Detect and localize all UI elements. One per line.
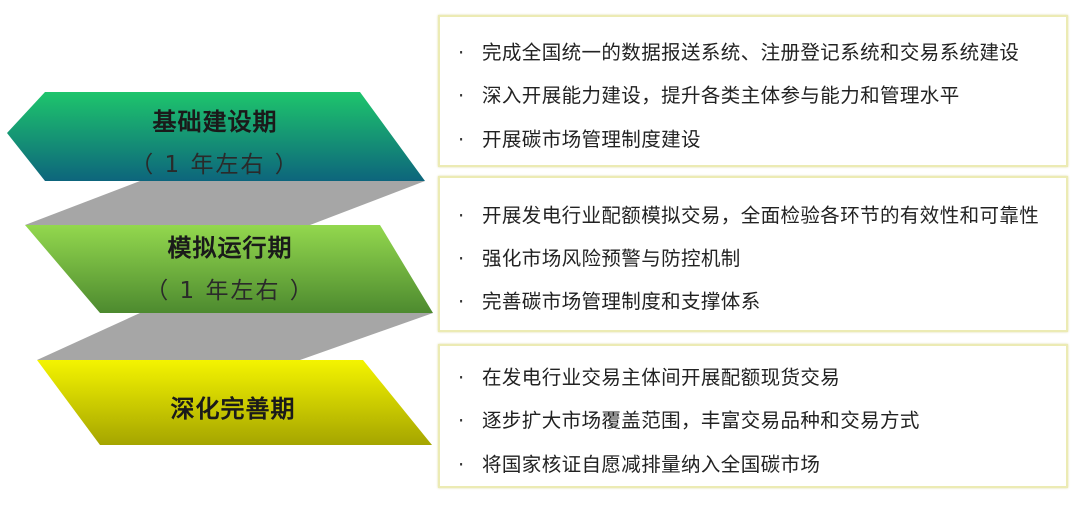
list-item: · 强化市场风险预警与防控机制 bbox=[458, 242, 741, 271]
list-item: · 将国家核证自愿减排量纳入全国碳市场 bbox=[458, 448, 820, 477]
stage-2-title: 模拟运行期 bbox=[167, 234, 293, 262]
stage-3-label: 深化完善期 bbox=[118, 389, 348, 424]
list-item: · 完善碳市场管理制度和支撑体系 bbox=[458, 285, 761, 314]
stage-shapes bbox=[7, 92, 433, 445]
item-text: 强化市场风险预警与防控机制 bbox=[482, 247, 741, 270]
item-text: 在发电行业交易主体间开展配额现货交易 bbox=[482, 366, 841, 389]
stage-2-duration: （ 1 年左右 ） bbox=[145, 278, 315, 304]
item-text: 完善碳市场管理制度和支撑体系 bbox=[482, 290, 761, 313]
stage-1-duration: （ 1 年左右 ） bbox=[130, 152, 300, 178]
stage-1-label: 基础建设期 （ 1 年左右 ） bbox=[100, 102, 330, 179]
bullet: · bbox=[458, 453, 465, 476]
item-text: 逐步扩大市场覆盖范围，丰富交易品种和交易方式 bbox=[482, 409, 920, 432]
stage-3-details: · 在发电行业交易主体间开展配额现货交易 · 逐步扩大市场覆盖范围，丰富交易品种和交… bbox=[438, 344, 1068, 488]
list-item: · 深入开展能力建设，提升各类主体参与能力和管理水平 bbox=[458, 79, 960, 108]
item-text: 开展发电行业配额模拟交易，全面检验各环节的有效性和可靠性 bbox=[482, 204, 1040, 227]
bullet: · bbox=[458, 204, 465, 227]
stage-2-shape bbox=[25, 225, 433, 313]
bullet: · bbox=[458, 247, 465, 270]
bullet: · bbox=[458, 41, 465, 64]
stage-3-title: 深化完善期 bbox=[170, 395, 296, 423]
stage-1-title: 基础建设期 bbox=[152, 108, 278, 136]
item-text: 开展碳市场管理制度建设 bbox=[482, 128, 701, 151]
bullet: · bbox=[458, 366, 465, 389]
list-item: · 开展碳市场管理制度建设 bbox=[458, 123, 701, 152]
stage-2-details: · 开展发电行业配额模拟交易，全面检验各环节的有效性和可靠性 · 强化市场风险预警与… bbox=[438, 176, 1068, 332]
connector-1 bbox=[25, 181, 425, 225]
list-item: · 在发电行业交易主体间开展配额现货交易 bbox=[458, 361, 840, 390]
bullet: · bbox=[458, 128, 465, 151]
item-text: 将国家核证自愿减排量纳入全国碳市场 bbox=[482, 453, 821, 476]
bullet: · bbox=[458, 84, 465, 107]
item-text: 深入开展能力建设，提升各类主体参与能力和管理水平 bbox=[482, 84, 960, 107]
stage-1-shape bbox=[7, 92, 425, 181]
bullet: · bbox=[458, 409, 465, 432]
list-item: · 开展发电行业配额模拟交易，全面检验各环节的有效性和可靠性 bbox=[458, 199, 1039, 228]
stage-3-shape bbox=[37, 360, 432, 445]
item-text: 完成全国统一的数据报送系统、注册登记系统和交易系统建设 bbox=[482, 41, 1020, 64]
stage-1-details: · 完成全国统一的数据报送系统、注册登记系统和交易系统建设 · 深入开展能力建设，提… bbox=[438, 15, 1068, 167]
connector-2 bbox=[37, 313, 433, 360]
list-item: · 完成全国统一的数据报送系统、注册登记系统和交易系统建设 bbox=[458, 36, 1019, 65]
bullet: · bbox=[458, 290, 465, 313]
stage-2-label: 模拟运行期 （ 1 年左右 ） bbox=[115, 228, 345, 305]
list-item: · 逐步扩大市场覆盖范围，丰富交易品种和交易方式 bbox=[458, 404, 920, 433]
